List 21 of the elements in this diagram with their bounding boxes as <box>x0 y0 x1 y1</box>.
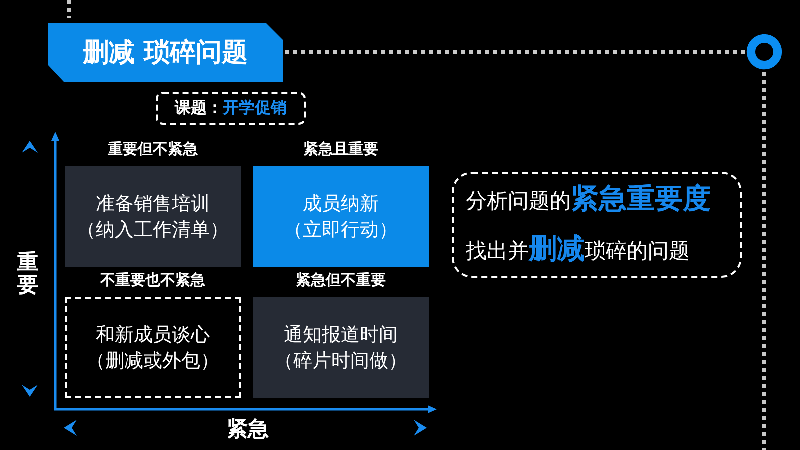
quadrant-heading: 紧急且重要 <box>304 140 378 159</box>
quadrant-text: 和新成员谈心 <box>96 322 210 348</box>
topic-label: 课题： <box>175 98 223 119</box>
axis-label: 紧急 <box>227 416 269 443</box>
quadrant-text: （删减或外包） <box>86 348 220 374</box>
quadrant-text: 通知报道时间 <box>284 322 398 348</box>
summary-text: 找出并删减琐碎的问题 <box>466 231 690 267</box>
quadrant-text: （纳入工作清单） <box>77 218 229 242</box>
summary-box <box>452 172 742 278</box>
topic-box <box>156 92 306 125</box>
quadrant-text: （立即行动） <box>284 218 398 242</box>
quadrant-text: 准备销售培训 <box>96 192 210 216</box>
topic-value: 开学促销 <box>223 98 287 119</box>
quadrant-text: 成员纳新 <box>303 192 379 216</box>
quadrant-heading: 不重要也不紧急 <box>100 271 206 290</box>
quadrant-heading: 紧急但不重要 <box>296 271 386 290</box>
quadrant-text: （碎片时间做） <box>274 348 408 374</box>
quadrant-heading: 重要但不紧急 <box>108 140 198 159</box>
axis-label: 重要 <box>17 251 39 297</box>
title-banner: 删减 琐碎问题 <box>48 23 283 82</box>
summary-text: 分析问题的紧急重要度 <box>466 181 711 217</box>
